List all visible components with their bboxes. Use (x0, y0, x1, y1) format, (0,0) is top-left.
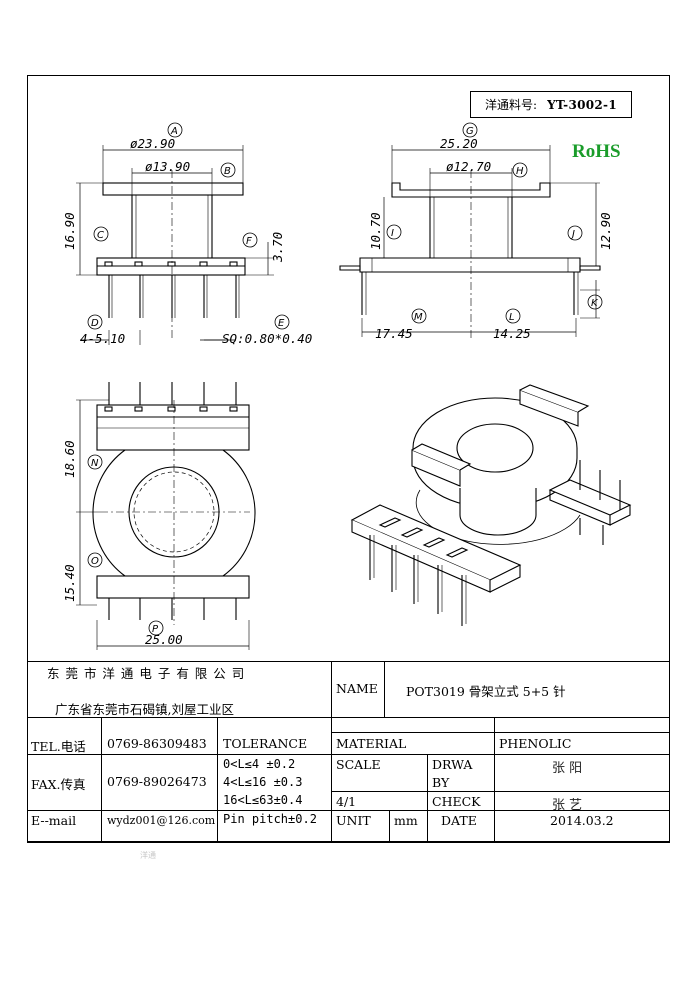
scale-value: 4/1 (336, 794, 357, 809)
tel-label: TEL.电话 (31, 739, 86, 754)
callout-G: G (466, 126, 474, 137)
callout-D: D (91, 318, 99, 329)
email-value: wydz001@126.com (107, 814, 216, 827)
dim-N-text: 18.60 (62, 440, 77, 478)
dim-M-text: 17.45 (375, 326, 413, 341)
dim-B-text: ø13.90 (145, 159, 190, 174)
dim-L-text: 14.25 (493, 326, 531, 341)
callout-B: B (224, 166, 231, 177)
tolerance-3: 16<L≤63±0.4 (223, 793, 303, 807)
check-label: CHECK (432, 794, 481, 809)
dim-I-text: 10.70 (368, 212, 383, 250)
tel-value: 0769-86309483 (107, 736, 207, 751)
bottom-view (76, 382, 256, 650)
callout-P: P (152, 624, 159, 635)
callout-F: F (246, 236, 252, 247)
callout-J: J (570, 229, 575, 240)
faint-stamp: 洋通 (140, 851, 156, 860)
tolerance-2: 4<L≤16 ±0.3 (223, 775, 303, 789)
callout-N: N (91, 458, 99, 469)
callout-L: L (509, 312, 515, 323)
dim-H-text: ø12.70 (446, 159, 491, 174)
isometric-view (350, 384, 632, 626)
callout-H: H (516, 166, 524, 177)
material-label: MATERIAL (336, 736, 407, 751)
fax-label: FAX.传真 (31, 777, 86, 792)
name-value: POT3019 骨架立式 5+5 针 (406, 684, 566, 699)
email-label: E--mail (31, 813, 77, 828)
dim-A-text: ø23.90 (130, 136, 175, 151)
drawn-by-label-2: BY (432, 775, 450, 790)
name-label: NAME (336, 681, 378, 696)
part-number-box: 洋通料号: YT-3002-1 (470, 91, 632, 118)
callout-I: I (391, 228, 394, 239)
front-view (76, 145, 274, 345)
dim-F-text: 3.70 (270, 232, 285, 263)
dim-J-text: 12.90 (598, 212, 613, 250)
material-value: PHENOLIC (499, 736, 572, 751)
rohs-mark: RoHS (572, 141, 621, 162)
drawn-by-value: 张 阳 (552, 761, 583, 776)
unit-value: mm (394, 813, 418, 828)
callout-O: O (91, 556, 99, 567)
dim-D-text: 4-5.10 (80, 331, 125, 346)
dim-G-text: 25.20 (440, 136, 478, 151)
callout-E: E (278, 318, 285, 329)
technical-drawing: ø23.90 ø13.90 16.90 3.70 4-5.10 SQ:0.80*… (62, 122, 632, 650)
part-number-value: YT-3002-1 (547, 97, 617, 112)
tolerance-1: 0<L≤4 ±0.2 (223, 757, 296, 771)
title-block: 东 莞 市 洋 通 电 子 有 限 公 司 广东省东莞市石碣镇,刘屋工业区 NA… (27, 661, 670, 843)
scale-label: SCALE (336, 757, 381, 772)
date-label: DATE (441, 813, 477, 828)
drawing-border (27, 75, 670, 842)
unit-label: UNIT (336, 813, 371, 828)
part-number-label: 洋通料号: (485, 98, 538, 112)
front-top-flange (102, 182, 244, 196)
dim-P-text: 25.00 (145, 632, 183, 647)
callout-A: A (170, 126, 178, 137)
callout-C: C (97, 230, 104, 241)
dim-E-text: SQ:0.80*0.40 (222, 331, 312, 346)
side-view (339, 145, 601, 340)
dim-O-text: 15.40 (62, 564, 77, 602)
check-value: 张 艺 (552, 798, 583, 813)
company-name: 东 莞 市 洋 通 电 子 有 限 公 司 (47, 666, 246, 681)
drawn-by-label-1: DRWA (432, 757, 473, 772)
callout-K: K (591, 298, 599, 309)
date-value: 2014.03.2 (550, 813, 614, 828)
fax-value: 0769-89026473 (107, 774, 207, 789)
callouts (87, 122, 603, 636)
dim-C-text: 16.90 (62, 212, 77, 250)
tolerance-label: TOLERANCE (223, 736, 308, 751)
pin-pitch-tolerance: Pin pitch±0.2 (223, 812, 317, 826)
company-address: 广东省东莞市石碣镇,刘屋工业区 (55, 702, 234, 717)
callout-M: M (414, 312, 423, 323)
